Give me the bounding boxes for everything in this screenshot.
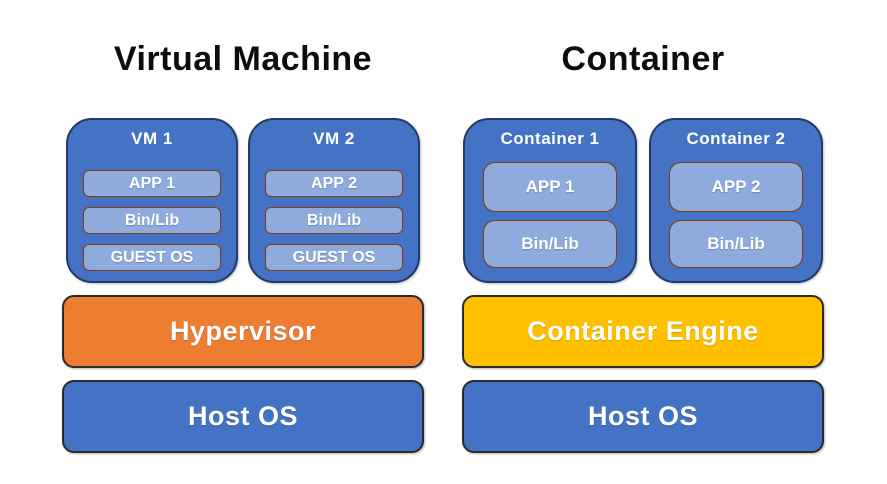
container2-title: Container 2: [686, 129, 786, 148]
container1-binlib-box: Bin/Lib: [483, 220, 617, 268]
vm2-guestos-box: GUEST OS: [265, 244, 403, 271]
vm1-binlib-box: Bin/Lib: [83, 207, 221, 234]
container2-box: Container 2 APP 2 Bin/Lib: [649, 118, 823, 283]
vm1-guestos-box: GUEST OS: [83, 244, 221, 271]
vm2-title: VM 2: [313, 129, 355, 148]
vm2-binlib-box: Bin/Lib: [265, 207, 403, 234]
container2-binlib-box: Bin/Lib: [669, 220, 803, 268]
container2-items: APP 2 Bin/Lib: [669, 162, 803, 268]
vm1-app-box: APP 1: [83, 170, 221, 197]
container1-box: Container 1 APP 1 Bin/Lib: [463, 118, 637, 283]
vm1-title: VM 1: [131, 129, 173, 148]
vm1-box: VM 1 APP 1 Bin/Lib GUEST OS: [66, 118, 238, 283]
vm1-items: APP 1 Bin/Lib GUEST OS: [83, 170, 221, 271]
container-column-title: Container: [561, 40, 725, 78]
container-engine-bar: Container Engine: [462, 295, 824, 368]
vm2-box: VM 2 APP 2 Bin/Lib GUEST OS: [248, 118, 420, 283]
vm2-app-box: APP 2: [265, 170, 403, 197]
virtual-machine-column-title: Virtual Machine: [113, 40, 373, 78]
container1-app-box: APP 1: [483, 162, 617, 212]
hypervisor-bar: Hypervisor: [62, 295, 424, 368]
host-os-bar-right: Host OS: [462, 380, 824, 453]
container1-items: APP 1 Bin/Lib: [483, 162, 617, 268]
container1-title: Container 1: [500, 129, 600, 148]
vm2-items: APP 2 Bin/Lib GUEST OS: [265, 170, 403, 271]
container2-app-box: APP 2: [669, 162, 803, 212]
host-os-bar-left: Host OS: [62, 380, 424, 453]
